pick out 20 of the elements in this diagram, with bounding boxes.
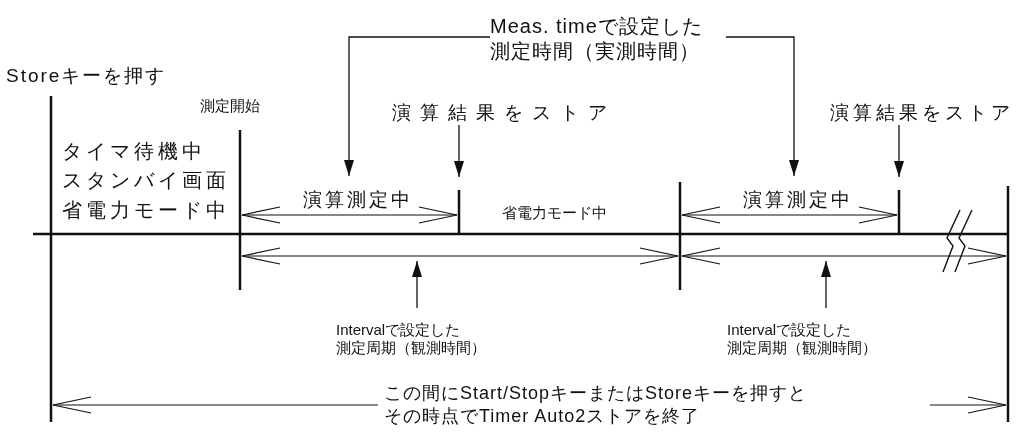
event-label: Storeキーを押す (6, 64, 167, 88)
state-label: スタンバイ画面 (62, 168, 230, 193)
callout-text: Intervalで設定した測定周期（観測時間） (336, 320, 487, 358)
callout-text: 演算結果をストア (830, 101, 1015, 125)
leader-arrow (344, 36, 491, 177)
leader-arrow (725, 36, 799, 177)
state-label: 省電力モード中 (62, 198, 230, 223)
leader-arrow (454, 124, 464, 178)
event-label: 測定開始 (200, 97, 260, 116)
callout-text: 演算結果をストア (392, 101, 617, 125)
callout-text: Intervalで設定した測定周期（観測時間） (727, 320, 878, 358)
callout-text: Meas. timeで設定した測定時間（実測時間） (490, 14, 704, 64)
callout-text: 演算測定中 (302, 188, 414, 212)
state-label: 省電力モード中 (502, 204, 607, 223)
leader-arrow (412, 260, 422, 309)
note-text: この間にStart/StopキーまたはStoreキーを押すとその時点でTimer Auto2ストアを終了 (384, 382, 808, 427)
leader-arrow (821, 260, 831, 309)
state-label: タイマ待機中 (62, 139, 206, 164)
callout-text: 演算測定中 (742, 188, 854, 212)
leader-arrow (894, 124, 904, 178)
